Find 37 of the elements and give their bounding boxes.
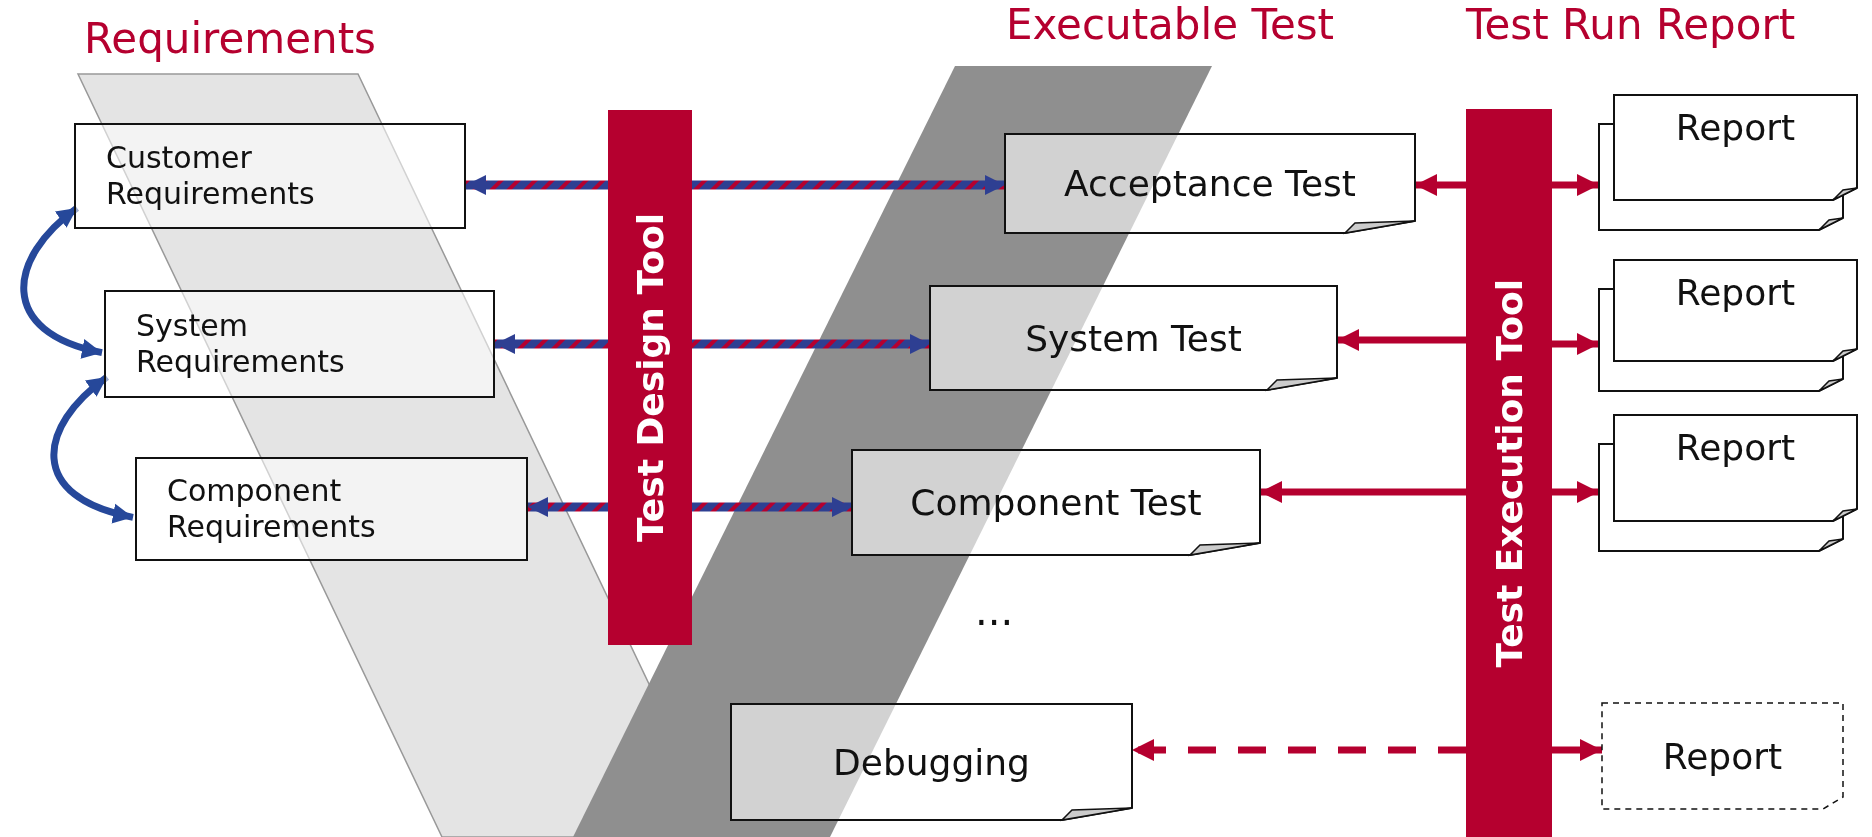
tool-label: Test Execution Tool [1488,278,1530,668]
arrow [1552,333,1599,355]
arrow [528,497,608,517]
arrow [1132,739,1466,761]
column-heading: Requirements [84,14,376,63]
column-heading: Test Run Report [1466,0,1796,49]
requirement-box [74,123,466,229]
arrow [1552,739,1602,761]
arrow [692,175,1005,195]
document-label: Debugging [833,741,1030,783]
document-label: System Test [1025,317,1242,359]
document-label: Report [1675,107,1796,148]
ellipsis-text: ... [975,588,1014,634]
document-label: Component Test [910,482,1202,523]
tool-bar [1466,109,1552,837]
requirement-label: Customer Requirements [106,140,316,212]
arrow [495,334,608,354]
arrow [466,175,608,195]
arrow [1415,174,1466,196]
arrow [50,374,134,523]
arrow [1260,481,1466,503]
requirement-box [104,290,495,398]
arrow [1552,174,1599,196]
document-label: Acceptance Test [1064,163,1356,204]
arrow [20,205,103,358]
requirement-box [135,457,528,561]
arrow [1337,329,1466,351]
requirement-label: Component Requirements [167,473,377,545]
arrow [1552,481,1599,503]
document-label: Report [1675,272,1796,313]
arrow [692,334,930,354]
document-label: Report [1662,735,1783,777]
column-heading: Executable Test [1006,0,1335,49]
tool-bar [608,110,692,645]
document-label: Report [1675,427,1796,468]
requirement-label: System Requirements [136,308,346,380]
tool-label: Test Design Tool [629,213,671,542]
